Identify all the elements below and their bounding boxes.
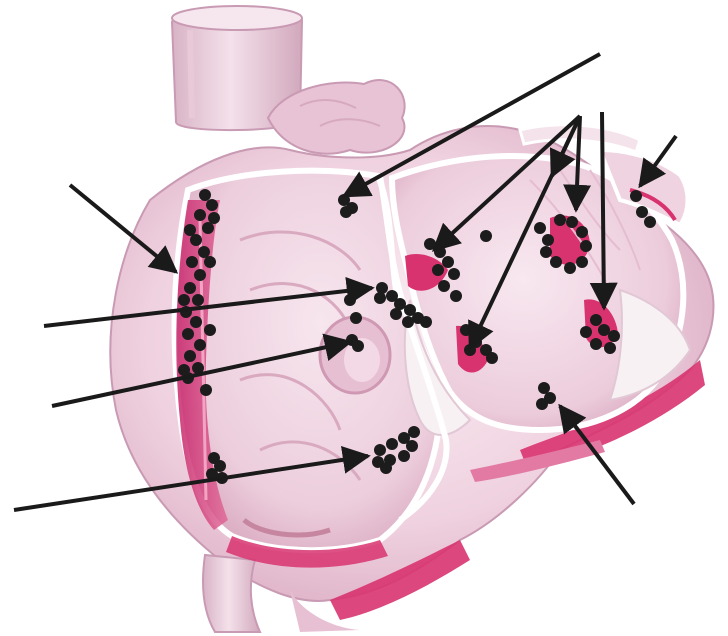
marker-dot [386, 438, 398, 450]
marker-dot [534, 222, 546, 234]
marker-dot [374, 292, 386, 304]
marker-dot [566, 216, 578, 228]
marker-dot [448, 268, 460, 280]
marker-dot [186, 256, 198, 268]
marker-dot [204, 256, 216, 268]
marker-dot [598, 324, 610, 336]
marker-dot [182, 328, 194, 340]
marker-dot [450, 290, 462, 302]
marker-dot [540, 246, 552, 258]
marker-dot [538, 382, 550, 394]
marker-dot [204, 324, 216, 336]
marker-dot [190, 316, 202, 328]
marker-dot [550, 256, 562, 268]
marker-dot [554, 214, 566, 226]
marker-dot [200, 384, 212, 396]
marker-dot [644, 216, 656, 228]
marker-dot [636, 206, 648, 218]
marker-dot [206, 199, 218, 211]
marker-dot [432, 264, 444, 276]
marker-dot [576, 226, 588, 238]
marker-dot [480, 230, 492, 242]
marker-dot [604, 342, 616, 354]
marker-dot [194, 339, 206, 351]
marker-dot [376, 282, 388, 294]
marker-dot [442, 256, 454, 268]
marker-dot [184, 224, 196, 236]
marker-dot [608, 330, 620, 342]
marker-dot [576, 256, 588, 268]
marker-dot [199, 189, 211, 201]
marker-dot [184, 282, 196, 294]
marker-dot [402, 316, 414, 328]
marker-dot [184, 350, 196, 362]
marker-dot [374, 444, 386, 456]
marker-dot [406, 440, 418, 452]
marker-dot [192, 294, 204, 306]
marker-dot [194, 209, 206, 221]
marker-dot [198, 246, 210, 258]
marker-dot [190, 234, 202, 246]
marker-dot [352, 340, 364, 352]
marker-dot [590, 314, 602, 326]
marker-dot [178, 364, 190, 376]
arrow-moderator [602, 112, 604, 308]
marker-dot [202, 222, 214, 234]
marker-dot [398, 450, 410, 462]
marker-dot [380, 462, 392, 474]
marker-dot [438, 280, 450, 292]
marker-dot [340, 206, 352, 218]
marker-dot [178, 294, 190, 306]
marker-dot [408, 426, 420, 438]
marker-dot [536, 398, 548, 410]
marker-dot [460, 324, 472, 336]
marker-dot [208, 212, 220, 224]
marker-dot [590, 338, 602, 350]
marker-dot [580, 240, 592, 252]
marker-dot [630, 190, 642, 202]
marker-dot [194, 269, 206, 281]
marker-dot [580, 326, 592, 338]
marker-dot [420, 316, 432, 328]
marker-dot [350, 312, 362, 324]
marker-dot [390, 308, 402, 320]
marker-dot [486, 352, 498, 364]
marker-dot [542, 234, 554, 246]
marker-dot [344, 294, 356, 306]
marker-dot [564, 262, 576, 274]
